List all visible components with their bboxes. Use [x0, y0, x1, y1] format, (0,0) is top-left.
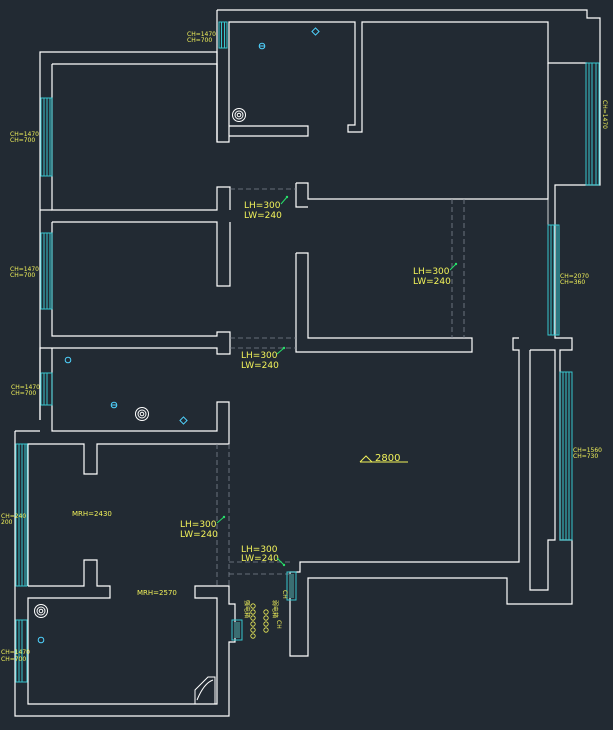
window-tag: CH=700	[10, 272, 35, 279]
door-lh: LH=300	[413, 267, 450, 277]
door-lh: LH=300	[244, 201, 281, 211]
door-openings	[216, 188, 465, 586]
floor-drain-icon	[34, 604, 48, 618]
window-bedroom-1	[40, 97, 53, 177]
fixtures	[34, 27, 320, 705]
door-tag-1: LH=300 LW=240	[244, 195, 289, 221]
window-top	[218, 21, 228, 49]
sensor-icon	[311, 27, 320, 36]
window-tag: CH=1470	[1, 649, 30, 656]
socket-column-left	[250, 603, 269, 639]
window-lower-left-1	[15, 443, 28, 587]
window-tag: CH=2070	[560, 273, 589, 280]
distribution-box-icon	[231, 619, 243, 641]
door-lh: LH=300	[241, 351, 278, 361]
window-tag: CH=360	[560, 279, 585, 286]
door-lw: LW=240	[241, 361, 279, 371]
electrical-note: 强电箱	[243, 600, 251, 618]
door-lw: LW=240	[180, 530, 218, 540]
shaft-symbol	[194, 676, 216, 705]
door-tag-4: LH=300 LW=240	[180, 515, 226, 540]
window-right-top	[585, 62, 600, 186]
room-height-label: MRH=2570	[137, 589, 177, 597]
door-lw: LW=240	[413, 277, 451, 287]
floor-drain-icon	[232, 108, 246, 122]
ceiling-height-marker: 2800	[359, 453, 408, 464]
door-tag-5: LH=300 LW=240	[241, 545, 286, 567]
light-icon	[64, 356, 72, 364]
door-lh: LH=300	[241, 545, 278, 555]
door-lw: LW=240	[241, 554, 279, 564]
door-tag-2: LH=300 LW=240	[413, 262, 458, 287]
door-lh: LH=300	[180, 520, 217, 530]
walls	[14, 9, 601, 717]
window-tag: CH=1470	[10, 131, 39, 138]
window-lower-left-2	[15, 619, 28, 683]
door-lw: LW=240	[244, 211, 282, 221]
windows	[15, 21, 600, 683]
window-right-mid	[547, 224, 560, 336]
window-tag: CH	[275, 620, 282, 629]
sensor-icon	[179, 416, 188, 425]
window-tag: CH=1470	[601, 100, 608, 129]
window-tag: CH=700	[11, 390, 36, 397]
window-tag: CH	[281, 590, 288, 599]
door-tag-3: LH=300 LW=240	[241, 346, 286, 371]
window-tags: CH=1470 CH=700 CH=1470 CH=700 CH=1470 CH…	[1, 31, 608, 663]
window-tag: CH=700	[10, 137, 35, 144]
ceiling-height-label: 2800	[375, 453, 400, 464]
window-tag: CH=700	[1, 656, 26, 663]
window-tag: CH=240	[1, 513, 26, 520]
electrical-note: 弱电箱	[271, 600, 279, 618]
window-tag: CH=1470	[187, 31, 216, 38]
window-bathroom	[40, 372, 53, 406]
window-tag: CH=1560	[573, 447, 602, 454]
light-icon	[37, 636, 45, 644]
room-height-label: MRH=2430	[72, 510, 112, 518]
window-tag: CH=730	[573, 453, 598, 460]
window-tag: CH=700	[187, 37, 212, 44]
window-right-lower	[559, 371, 573, 541]
window-tag: 200	[1, 519, 13, 526]
floor-drain-icon	[135, 407, 149, 421]
network-box-icon	[286, 571, 297, 601]
window-bedroom-2	[40, 232, 53, 310]
window-tag: CH=1470	[10, 266, 39, 273]
window-tag: CH=1470	[11, 384, 40, 391]
